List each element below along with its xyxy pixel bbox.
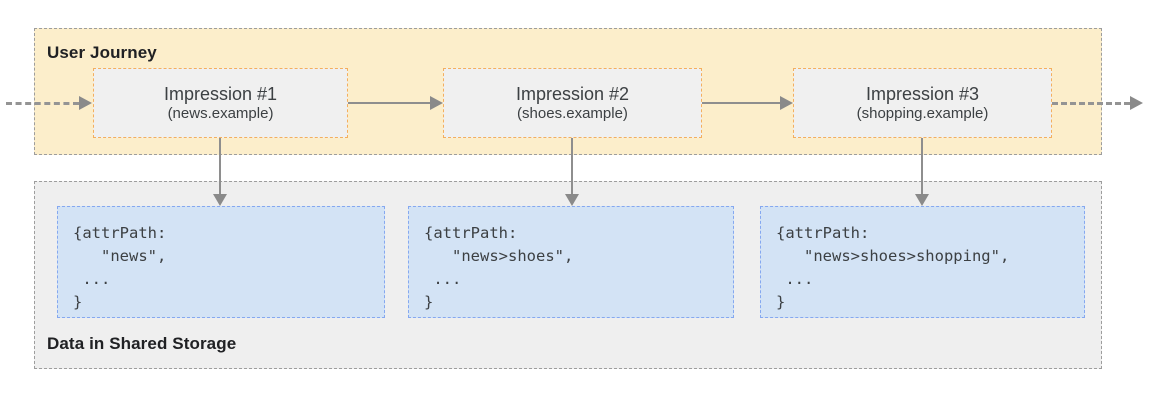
write-arrow-3-icon	[915, 194, 929, 206]
storage-entry-3-code: {attrPath: "news>shoes>shopping", ... }	[776, 224, 1010, 311]
impression-3-title: Impression #3	[865, 84, 980, 104]
impression-1-title: Impression #1	[163, 84, 278, 104]
arrow-2-3-icon	[780, 96, 793, 110]
write-arrow-2-line	[571, 138, 573, 195]
impression-1-box: Impression #1 (news.example)	[93, 68, 348, 138]
exit-arrow-line	[1052, 102, 1130, 105]
impression-1-site: (news.example)	[167, 105, 274, 122]
write-arrow-2-icon	[565, 194, 579, 206]
storage-entry-2-box: {attrPath: "news>shoes", ... }	[408, 206, 734, 318]
impression-3-site: (shopping.example)	[856, 105, 989, 122]
arrow-1-2-line	[348, 102, 431, 104]
exit-arrow-icon	[1130, 96, 1143, 110]
user-journey-label: User Journey	[47, 43, 157, 62]
storage-entry-1-box: {attrPath: "news", ... }	[57, 206, 385, 318]
entry-arrow-line	[6, 102, 79, 105]
storage-entry-1-code: {attrPath: "news", ... }	[73, 224, 167, 311]
storage-entry-3-box: {attrPath: "news>shoes>shopping", ... }	[760, 206, 1085, 318]
write-arrow-1-icon	[213, 194, 227, 206]
arrow-2-3-line	[702, 102, 781, 104]
impression-2-site: (shoes.example)	[517, 105, 628, 122]
impression-3-box: Impression #3 (shopping.example)	[793, 68, 1052, 138]
entry-arrow-icon	[79, 96, 92, 110]
write-arrow-1-line	[219, 138, 221, 195]
arrow-1-2-icon	[430, 96, 443, 110]
shared-storage-label: Data in Shared Storage	[47, 334, 237, 353]
impression-2-title: Impression #2	[515, 84, 630, 104]
write-arrow-3-line	[921, 138, 923, 195]
storage-entry-2-code: {attrPath: "news>shoes", ... }	[424, 224, 574, 311]
impression-2-box: Impression #2 (shoes.example)	[443, 68, 702, 138]
